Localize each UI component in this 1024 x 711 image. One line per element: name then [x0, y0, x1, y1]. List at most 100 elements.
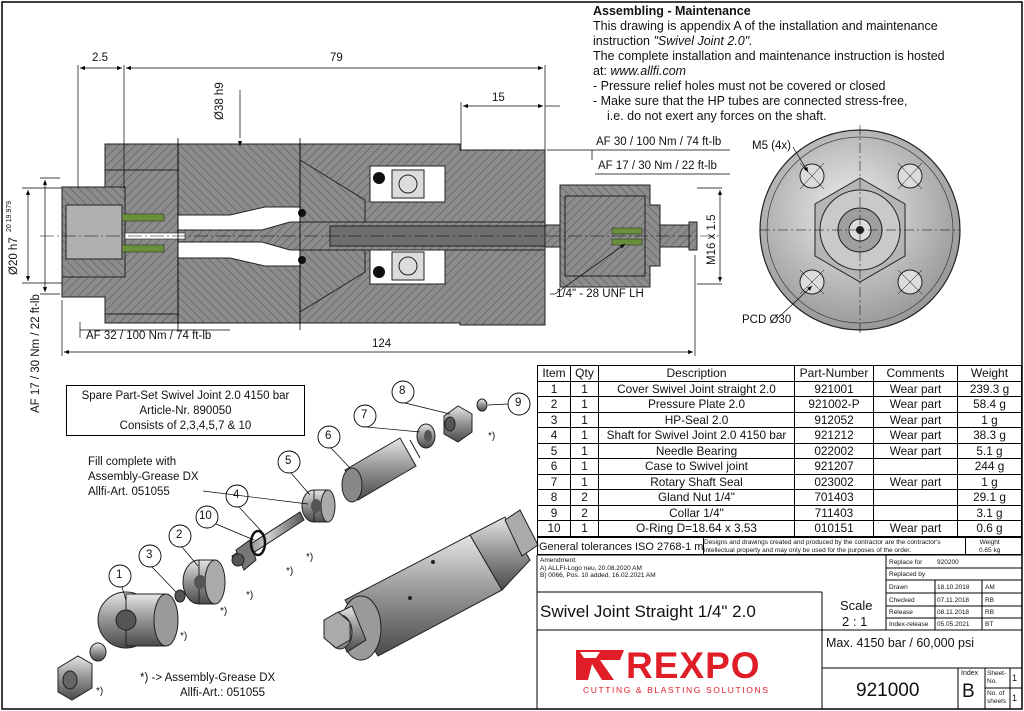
bom-comments: Wear part [873, 520, 958, 537]
notes-italic-text: "Swivel Joint 2.0". [653, 34, 753, 48]
checked-by: RB [985, 597, 995, 604]
weight-label: Weight [979, 539, 1000, 546]
bom-header-part-number: Part-Number [794, 365, 874, 382]
bom-header-comments: Comments [873, 365, 958, 382]
divider [703, 537, 704, 555]
bom-comments [873, 489, 958, 506]
bom-part-number: 022002 [794, 442, 874, 459]
bom-header-row: Item Qty Description Part-Number Comment… [537, 365, 1022, 382]
end-view [759, 125, 961, 335]
grease-marker: *) [286, 566, 294, 577]
bom-description: Pressure Plate 2.0 [598, 396, 795, 413]
amendment-label: Amendment: [540, 557, 577, 564]
bom-item: 8 [537, 489, 571, 506]
dim-d38: Ø38 h9 [214, 82, 226, 120]
release-label: Release [889, 609, 913, 616]
bom-item: 3 [537, 411, 571, 428]
bom-part-number: 921002-P [794, 396, 874, 413]
divider [965, 537, 966, 555]
bom-description: Cover Swivel Joint straight 2.0 [598, 380, 795, 397]
checked-date: 07.11.2018 [937, 597, 970, 604]
tol-lower: 19.979 [6, 200, 13, 223]
sheet-label-line: Sheet- [987, 670, 1007, 677]
bom-description: Collar 1/4" [598, 504, 795, 521]
grease-legend-line: *) -> Assembly-Grease DX [140, 672, 276, 684]
checked-label: Checked [889, 597, 915, 604]
notes-text: at: [593, 64, 611, 78]
index-release-label: Index-release [889, 621, 929, 628]
notes-line: The complete installation and maintenanc… [593, 49, 945, 63]
bom-item: 2 [537, 396, 571, 413]
balloon-4: 4 [233, 489, 240, 501]
bom-header-qty: Qty [570, 365, 599, 382]
index-release-by: BT [985, 621, 994, 628]
dim-unf: 1/4" - 28 UNF LH [556, 288, 644, 300]
copyright-notice: Designs and drawings created and produce… [704, 539, 940, 554]
bom-weight: 239.3 g [957, 380, 1022, 397]
copyright-line: intellectual property and may only be us… [704, 546, 912, 554]
bom-weight: 3.1 g [957, 504, 1022, 521]
part-needle-bearing [301, 489, 336, 523]
bom-part-number: 010151 [794, 520, 874, 537]
balloon-10: 10 [199, 510, 212, 522]
balloon-1: 1 [116, 569, 123, 581]
replace-for-value: 920200 [937, 559, 959, 566]
dimension-lines [22, 65, 730, 356]
notes-heading: Assembling - Maintenance [593, 4, 751, 18]
bom-item: 5 [537, 442, 571, 459]
part-cover [97, 591, 179, 649]
bom-qty: 1 [570, 520, 599, 537]
bom-item: 6 [537, 458, 571, 475]
bom-comments [873, 504, 958, 521]
rexpo-logo-mark [576, 650, 624, 680]
bom-comments: Wear part [873, 396, 958, 413]
rexpo-logo-text: REXPO [626, 645, 761, 686]
notes-line: instruction "Swivel Joint 2.0". [593, 34, 1018, 49]
dim-af32: AF 32 / 100 Nm / 74 ft-lb [86, 330, 212, 342]
bom-description: Needle Bearing [598, 442, 795, 459]
release-by: RB [985, 609, 995, 616]
dim-15: 15 [492, 92, 505, 104]
balloon-6: 6 [325, 430, 332, 442]
grease-legend-line: Allfi-Art.: 051055 [180, 687, 266, 699]
drawn-date: 18.10.2018 [937, 584, 970, 591]
balloon-3: 3 [146, 549, 153, 561]
bom-weight: 29.1 g [957, 489, 1022, 506]
grease-marker: *) [220, 606, 228, 617]
bom-comments: Wear part [873, 473, 958, 490]
grease-legend: *) -> Assembly-Grease DX Allfi-Art.: 051… [140, 671, 275, 701]
bom-comments: Wear part [873, 442, 958, 459]
bom-qty: 1 [570, 442, 599, 459]
bom-description: Rotary Shaft Seal [598, 473, 795, 490]
bom-weight: 38.3 g [957, 427, 1022, 444]
amendment-a: A) ALLFI-Logo neu, 20.08.2020 AM [540, 564, 642, 572]
grease-note-line: Assembly-Grease DX [88, 471, 199, 483]
bom-weight: 5.1 g [957, 442, 1022, 459]
bom-part-number: 701403 [794, 489, 874, 506]
tolerance-row [537, 537, 1022, 555]
bom-header-description: Description [598, 365, 795, 382]
balloon-7: 7 [361, 409, 368, 421]
dim-79: 79 [330, 52, 343, 64]
bom-comments: Wear part [873, 427, 958, 444]
bom-item: 7 [537, 473, 571, 490]
grease-marker: *) [96, 686, 104, 697]
notes-bullet: - Pressure relief holes must not be cove… [593, 79, 886, 93]
bom-part-number: 711403 [794, 504, 874, 521]
bom-part-number: 921001 [794, 380, 874, 397]
scale-value: 2 : 1 [842, 614, 868, 629]
bom-qty: 1 [570, 458, 599, 475]
notes-text: instruction [593, 34, 654, 48]
notes-bullet: - Make sure that the HP tubes are connec… [593, 94, 908, 108]
notes-line: at: www.allfi.com [593, 64, 1018, 79]
grease-fill-note: Fill complete with Assembly-Grease DX Al… [88, 455, 199, 500]
max-pressure: Max. 4150 bar / 60,000 psi [826, 636, 975, 650]
website-link[interactable]: www.allfi.com [610, 64, 687, 78]
balloon-8: 8 [399, 385, 406, 397]
spare-set-article: Article-Nr. 890050 [139, 405, 232, 417]
